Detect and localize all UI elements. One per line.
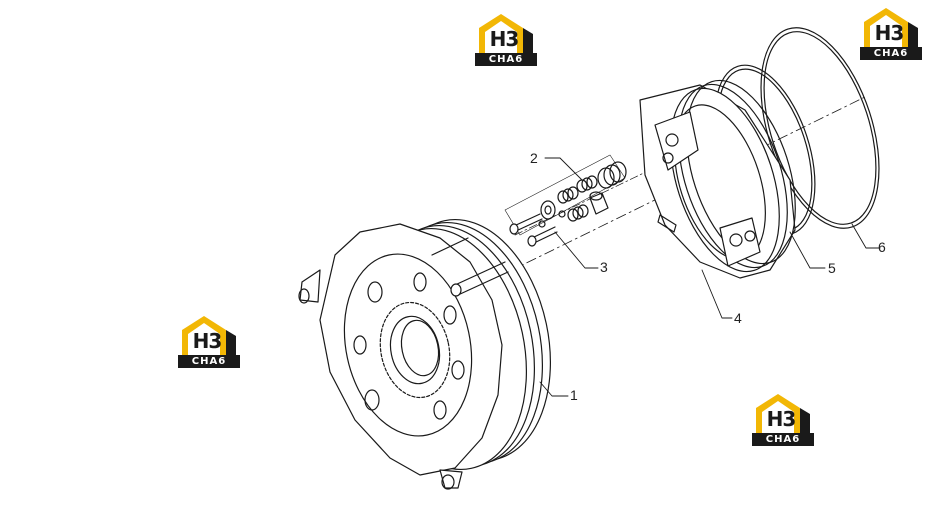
watermark-main-text: H3: [489, 27, 520, 51]
callout-1: 1: [570, 387, 578, 403]
watermark-main-text: H3: [874, 21, 905, 45]
callout-4: 4: [734, 310, 742, 326]
spring-1: [597, 161, 627, 189]
watermark-sub-text: CHA6: [752, 433, 814, 446]
spring-4: [567, 204, 589, 222]
part-4-piston-housing: [639, 79, 796, 279]
watermark-sub-text: CHA6: [178, 355, 240, 368]
callout-6: 6: [878, 239, 886, 255]
leader-lines: [539, 157, 881, 397]
part-1-clutch-housing: [298, 218, 552, 490]
watermark-logo: H3 CHA6: [475, 10, 537, 68]
callout-5: 5: [828, 260, 836, 276]
valve-axis-line: [514, 169, 651, 236]
callout-3: 3: [600, 259, 608, 275]
watermark-main-text: H3: [766, 407, 797, 431]
watermark-main-text: H3: [192, 329, 223, 353]
part-6-oring-large: [760, 27, 880, 229]
spring-3: [557, 186, 579, 204]
callout-2: 2: [530, 150, 538, 166]
watermark-logo: H3 CHA6: [752, 390, 814, 448]
watermark-sub-text: CHA6: [475, 53, 537, 66]
spring-2: [576, 175, 598, 193]
watermark-sub-text: CHA6: [860, 47, 922, 60]
valve-kit-group: [504, 154, 627, 247]
watermark-logo: H3 CHA6: [178, 312, 240, 370]
watermark-logo: H3 CHA6: [860, 4, 922, 62]
